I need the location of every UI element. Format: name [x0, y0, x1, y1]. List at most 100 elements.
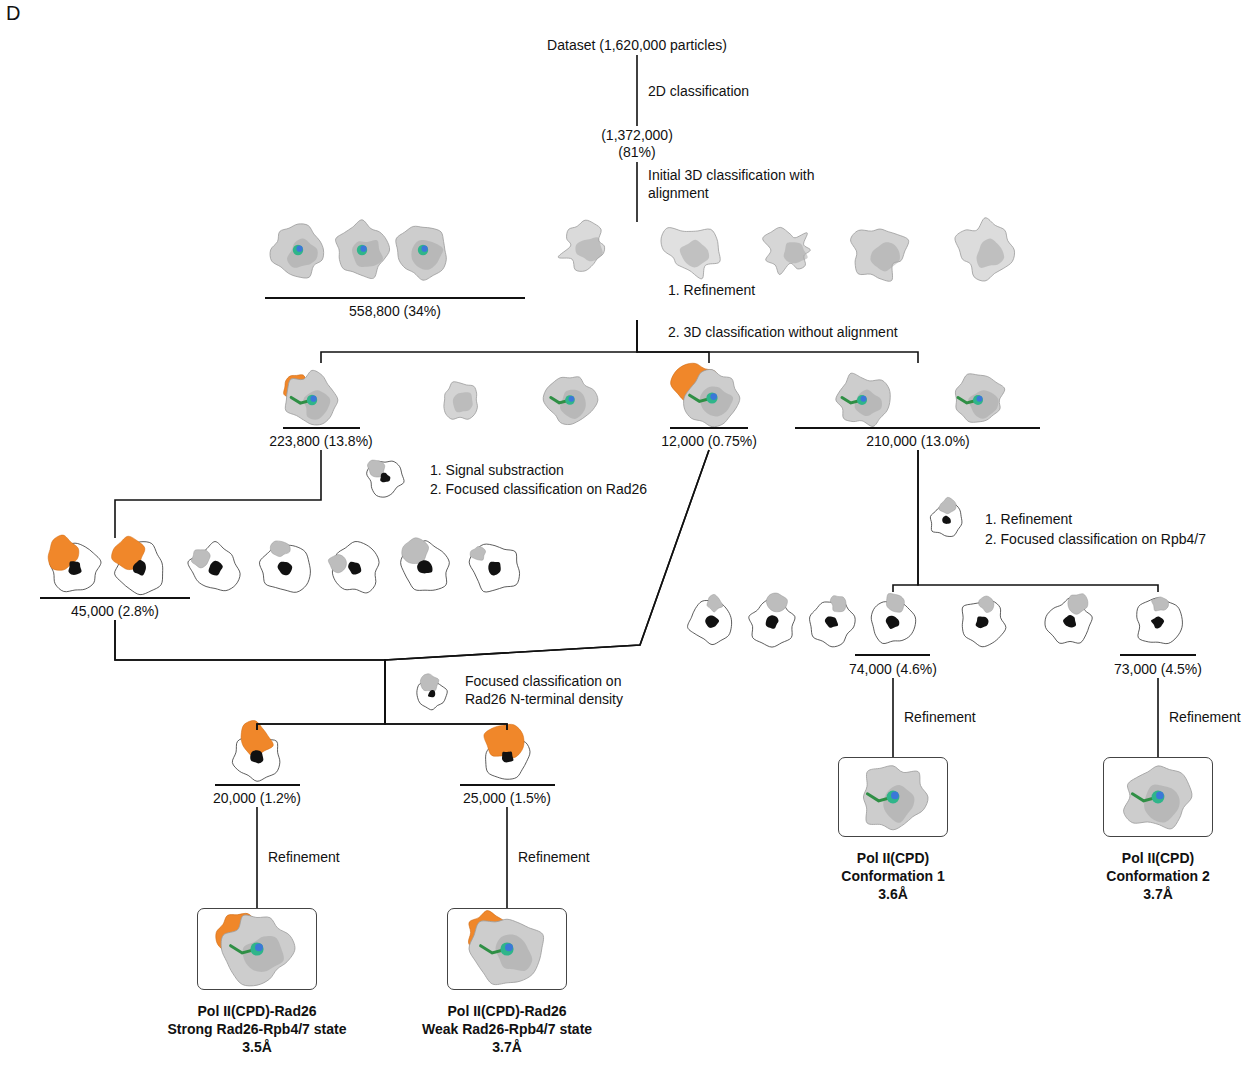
cpd-density: [360, 246, 366, 252]
outline-map: [688, 594, 732, 644]
step-label: Refinement: [268, 848, 340, 866]
polymerase-density: [955, 374, 1004, 423]
polymerase-density: [396, 226, 447, 280]
polymerase-density: [661, 228, 720, 279]
outline-map: [1137, 597, 1183, 644]
polymerase-density: [763, 227, 811, 274]
density-map: [836, 373, 890, 426]
density-shade: [968, 390, 998, 419]
cpd-density: [421, 246, 427, 252]
cpd-density: [891, 792, 899, 800]
class-group: 210,000 (13.0%): [790, 363, 1045, 450]
outline-map: [484, 724, 530, 779]
extra-density: [979, 596, 994, 612]
map-caption: 3.7Å: [1143, 886, 1173, 903]
class-group: 25,000 (1.5%): [457, 730, 557, 807]
connector: [918, 450, 1158, 592]
cpd-density: [569, 396, 575, 402]
polymerase-outline: [188, 542, 240, 591]
final-map-box: Pol II(CPD)Conformation 23.7Å: [1103, 757, 1213, 837]
outline-map: [112, 536, 163, 595]
step-label: Refinement: [904, 708, 976, 726]
density-shade: [496, 935, 533, 972]
polymerase-outline: [1137, 598, 1183, 644]
dna-density: [418, 245, 428, 255]
density-map: [336, 220, 390, 279]
dataset-box: Dataset (1,620,000 particles): [543, 36, 731, 55]
outline-map: [1045, 594, 1092, 644]
count-label: (1,372,000) (81%): [601, 127, 673, 161]
extra-density: [1068, 594, 1088, 615]
count-label: 223,800 (13.8%): [269, 433, 373, 450]
outline-map: [417, 674, 447, 710]
core-density: [209, 561, 223, 576]
polymerase-density: [863, 766, 928, 830]
core-density: [380, 473, 390, 483]
outline-map: [188, 542, 240, 591]
polymerase-density: [444, 382, 478, 420]
map-caption: 3.5Å: [242, 1039, 272, 1056]
dna-density: [250, 942, 263, 955]
class-group: 223,800 (13.8%): [265, 363, 377, 450]
density-map: [863, 766, 928, 830]
extra-density: [402, 538, 429, 564]
core-density: [278, 562, 293, 575]
step-note: 2. Focused classification on Rpb4/7: [985, 530, 1206, 548]
class-bar: [1120, 654, 1196, 656]
map-caption: Strong Rad26-Rpb4/7 state: [168, 1021, 347, 1038]
count-label: 25,000 (1.5%): [463, 790, 551, 807]
extra-density: [939, 497, 956, 513]
class-group: 558,800 (34%): [262, 222, 1025, 320]
outline-map: [48, 535, 101, 592]
polymerase-outline: [810, 600, 856, 647]
count-label: 20,000 (1.2%): [213, 790, 301, 807]
extra-density: [470, 546, 485, 560]
density-shade: [575, 237, 602, 261]
core-density: [488, 562, 500, 576]
core-density: [825, 616, 838, 627]
polymerase-density: [221, 915, 295, 986]
class-group: 12,000 (0.75%): [657, 363, 761, 450]
polymerase-density: [469, 919, 544, 984]
connector: [385, 450, 709, 730]
step-label: Initial 3D classification with alignment: [648, 166, 820, 202]
density-map: [763, 227, 811, 274]
connector: [257, 450, 709, 730]
class-bar: [670, 427, 748, 429]
outline-map: [930, 497, 962, 536]
core-density: [417, 560, 432, 573]
density-map: [284, 370, 338, 425]
outline-map: [871, 593, 915, 643]
extra-density: [766, 593, 787, 612]
density-shade: [1144, 785, 1180, 823]
connector: [893, 450, 918, 592]
outline-map: [259, 541, 310, 592]
connector: [506, 807, 508, 908]
core-density: [502, 751, 513, 762]
density-map: [661, 228, 720, 279]
polymerase-density: [1124, 766, 1192, 829]
cpd-density: [505, 943, 513, 951]
dna-density: [973, 395, 983, 405]
core-density: [68, 561, 81, 575]
connector: [1157, 678, 1159, 757]
density-map: [396, 226, 447, 280]
step-note: 1. Refinement: [985, 510, 1072, 528]
connector: [636, 162, 638, 222]
class-bar: [283, 427, 360, 429]
core-density: [886, 616, 900, 629]
connector: [115, 450, 321, 538]
polymerase-density: [543, 377, 598, 425]
polymerase-density: [684, 369, 740, 426]
density-shade: [784, 242, 808, 263]
connector: [636, 55, 638, 126]
extra-density: [270, 541, 290, 557]
core-density: [428, 690, 435, 697]
dna-density: [887, 791, 900, 804]
cpd-density: [1156, 792, 1164, 800]
extra-density: [420, 674, 438, 691]
class-group: 73,000 (4.5%): [1108, 592, 1208, 678]
density-shade: [700, 387, 733, 417]
dna-density: [1152, 791, 1165, 804]
